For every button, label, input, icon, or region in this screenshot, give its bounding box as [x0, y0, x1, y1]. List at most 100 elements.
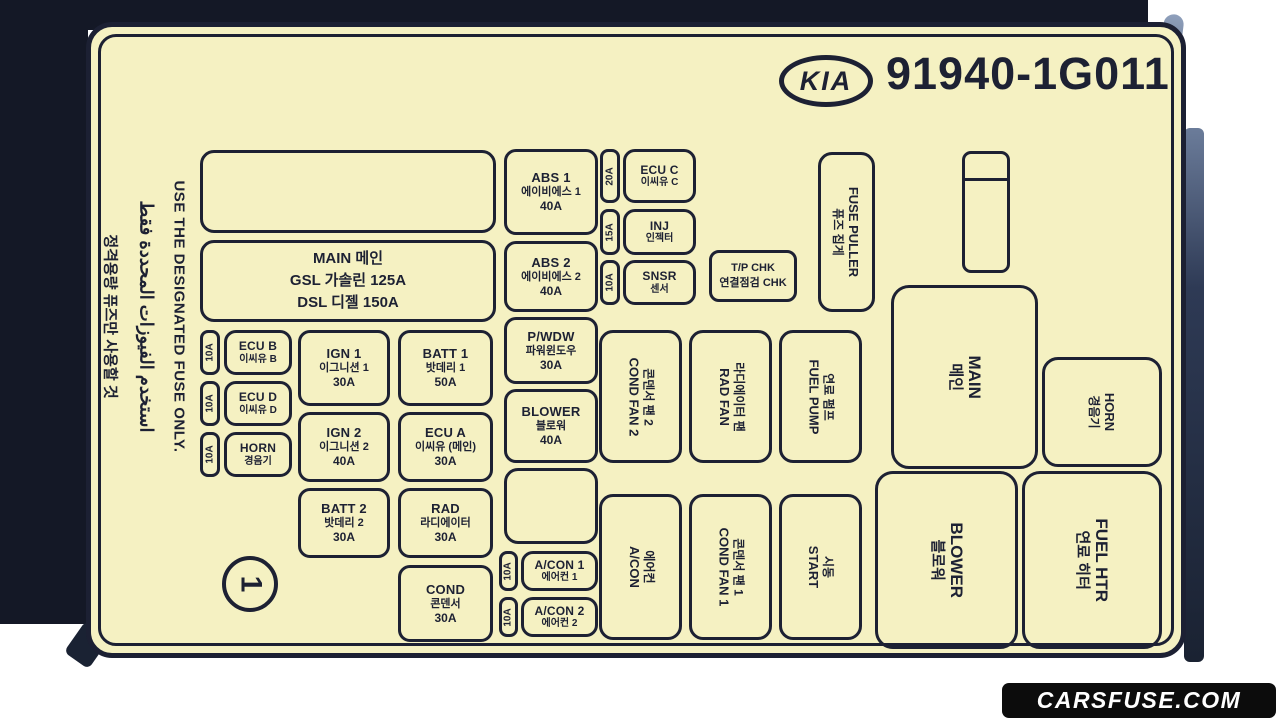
relay-horn-name: HORN [1101, 392, 1117, 432]
relay-main-name: MAIN [964, 355, 984, 399]
fuse-rad-fan-name: RAD FAN [716, 367, 732, 426]
part-number: 91940-1G011 [886, 48, 1170, 99]
fuse-abs-1: ABS 1 에이비에스 1 40A [504, 149, 598, 235]
tp-chk-line2: 연결점검 CHK [719, 277, 787, 289]
fuse-abs-2: ABS 2 에이비에스 2 40A [504, 241, 598, 312]
fuse-snsr-name: SNSR [642, 269, 677, 284]
fuse-batt-2: BATT 2 밧데리 2 30A [298, 488, 390, 558]
fuse-puller-graphic [962, 151, 1010, 273]
fuse-cond-fan-2-korean: 콘덴서 팬 2 [641, 367, 656, 426]
amp-tag-acon-2: 10A [499, 597, 518, 637]
fuse-cond-name: COND [425, 581, 466, 597]
fuse-ecu-c-korean: 이씨유 C [640, 177, 679, 189]
blank-fuse-box [504, 468, 598, 544]
amp-tag-snsr-text: 10A [604, 273, 616, 292]
fuse-cond-fan-2-label: 콘덴서 팬 2 COND FAN 2 [626, 357, 656, 436]
relay-horn-label: HORN 경음기 [1087, 393, 1117, 431]
amp-tag-acon-2-text: 10A [503, 607, 515, 627]
fuse-ecu-a-korean: 이씨유 (메인) [415, 441, 476, 453]
fuse-horn-korean: 경음기 [244, 455, 272, 467]
relay-fuel-heater-korean: 연료 히터 [1073, 530, 1091, 590]
fuse-power-window-amp: 30A [539, 357, 562, 372]
warning-korean: 정격용량 퓨즈만 사용할 것 [94, 130, 128, 502]
fusebox-cover-panel [86, 22, 1186, 658]
fuse-snsr: SNSR 센서 [623, 260, 696, 305]
fuse-ign-1: IGN 1 이그니션 1 30A [298, 330, 390, 406]
fuse-acon-2-name: A/CON 2 [534, 603, 585, 618]
fuse-cond-fan-2: 콘덴서 팬 2 COND FAN 2 [599, 330, 682, 463]
fuse-abs-2-name: ABS 2 [531, 254, 571, 270]
fuse-batt-1: BATT 1 밧데리 1 50A [398, 330, 493, 406]
relay-blower-name: BLOWER [946, 522, 966, 598]
tp-chk-box: T/P CHK 연결점검 CHK [709, 250, 797, 302]
relay-horn-korean: 경음기 [1087, 395, 1102, 429]
fuse-blower-40a-korean: 블로워 [535, 420, 567, 432]
relay-blower-label: BLOWER 블로워 [927, 522, 965, 598]
fuse-ecu-b-name: ECU B [238, 339, 278, 354]
fuse-ecu-c-name: ECU C [640, 162, 679, 177]
fuse-abs-1-name: ABS 1 [531, 170, 571, 186]
relay-main-korean: 메인 [946, 363, 964, 391]
fuse-inj: INJ 인젝터 [623, 209, 696, 255]
panel-inner-border [98, 34, 1174, 646]
fuse-fuel-pump: 연료 펌프 FUEL PUMP [779, 330, 862, 463]
fuse-batt-1-name: BATT 1 [422, 346, 469, 362]
fuse-ign-2: IGN 2 이그니션 2 40A [298, 412, 390, 482]
fuse-ign-2-amp: 40A [332, 454, 355, 469]
amp-tag-ecu-d: 10A [200, 381, 220, 426]
fuse-ecu-a-amp: 30A [434, 454, 457, 469]
fuse-fuel-pump-label: 연료 펌프 FUEL PUMP [806, 359, 835, 434]
amp-tag-ecu-c: 20A [600, 149, 620, 203]
fuse-acon-relay-name: A/CON [626, 546, 642, 588]
relay-blower-korean: 블로워 [928, 539, 946, 581]
fuse-acon-2-korean: 에어컨 2 [541, 618, 578, 630]
fuse-puller-label-box: FUSE PULLER 퓨즈 집게 [818, 152, 875, 312]
main-label-line2: GSL 가솔린 125A [289, 272, 407, 290]
kia-logo-text: KIA [799, 65, 853, 96]
fuse-cond-fan-1-name: COND FAN 1 [716, 527, 732, 607]
amp-tag-inj-text: 15A [604, 222, 616, 242]
fuse-acon-1-name: A/CON 1 [534, 557, 585, 572]
fuse-acon-relay: 에어컨 A/CON [599, 494, 682, 640]
fuse-puller-graphic-cap [965, 178, 1007, 181]
fuse-abs-1-amp: 40A [539, 199, 562, 214]
amp-tag-acon-1-text: 10A [503, 561, 515, 581]
watermark-badge: CARSFUSE.COM [1002, 683, 1276, 718]
fuse-rad: RAD 라디에이터 30A [398, 488, 493, 558]
fuse-snsr-korean: 센서 [650, 283, 669, 295]
fuse-puller-label: FUSE PULLER 퓨즈 집게 [832, 187, 862, 277]
fuse-cond-korean: 콘덴서 [430, 597, 461, 610]
fuse-acon-2: A/CON 2 에어컨 2 [521, 597, 598, 637]
fuse-cond-fan-1-label: 콘덴서 팬 1 COND FAN 1 [716, 527, 745, 607]
fuse-blower-40a: BLOWER 블로워 40A [504, 389, 598, 463]
fuse-start: 시동 START [779, 494, 862, 640]
relay-horn: HORN 경음기 [1042, 357, 1162, 467]
amp-tag-ecu-d-text: 10A [204, 394, 216, 413]
relay-fuel-heater-name: FUEL HTR [1092, 518, 1112, 602]
fuse-blower-40a-amp: 40A [539, 433, 562, 448]
fuse-cond: COND 콘덴서 30A [398, 565, 493, 642]
amp-tag-ecu-b: 10A [200, 330, 220, 375]
relay-main: MAIN 메인 [891, 285, 1038, 469]
relay-blower: BLOWER 블로워 [875, 471, 1018, 649]
fuse-power-window-korean: 파워윈도우 [525, 344, 577, 357]
fuse-ign-1-korean: 이그니션 1 [319, 362, 369, 374]
fuse-rad-korean: 라디에이터 [420, 517, 471, 529]
fuse-ecu-d: ECU D 이씨유 D [224, 381, 292, 426]
fuse-cond-fan-1: 콘덴서 팬 1 COND FAN 1 [689, 494, 772, 640]
fuse-abs-1-korean: 에이비에스 1 [521, 186, 581, 198]
fuse-abs-2-korean: 에이비에스 2 [521, 270, 581, 283]
fuse-horn-name: HORN [239, 441, 277, 456]
fuse-start-label: 시동 START [806, 546, 836, 588]
fuse-inj-name: INJ [649, 218, 670, 233]
warning-english: USE THE DESIGNATED FUSE ONLY. [162, 130, 196, 502]
fuse-batt-2-name: BATT 2 [321, 501, 367, 517]
fuse-rad-amp: 30A [434, 530, 457, 545]
tp-chk-line1: T/P CHK [731, 262, 775, 275]
warning-korean-text: 정격용량 퓨즈만 사용할 것 [101, 233, 119, 399]
fuse-ecu-c: ECU C 이씨유 C [623, 149, 696, 203]
fuse-start-korean: 시동 [821, 555, 836, 579]
fuse-puller-name: FUSE PULLER [846, 186, 862, 278]
warning-arabic: استخدم الفيوزات المحددة فقط [128, 130, 164, 502]
main-label-line3: DSL 디젤 150A [297, 293, 399, 311]
